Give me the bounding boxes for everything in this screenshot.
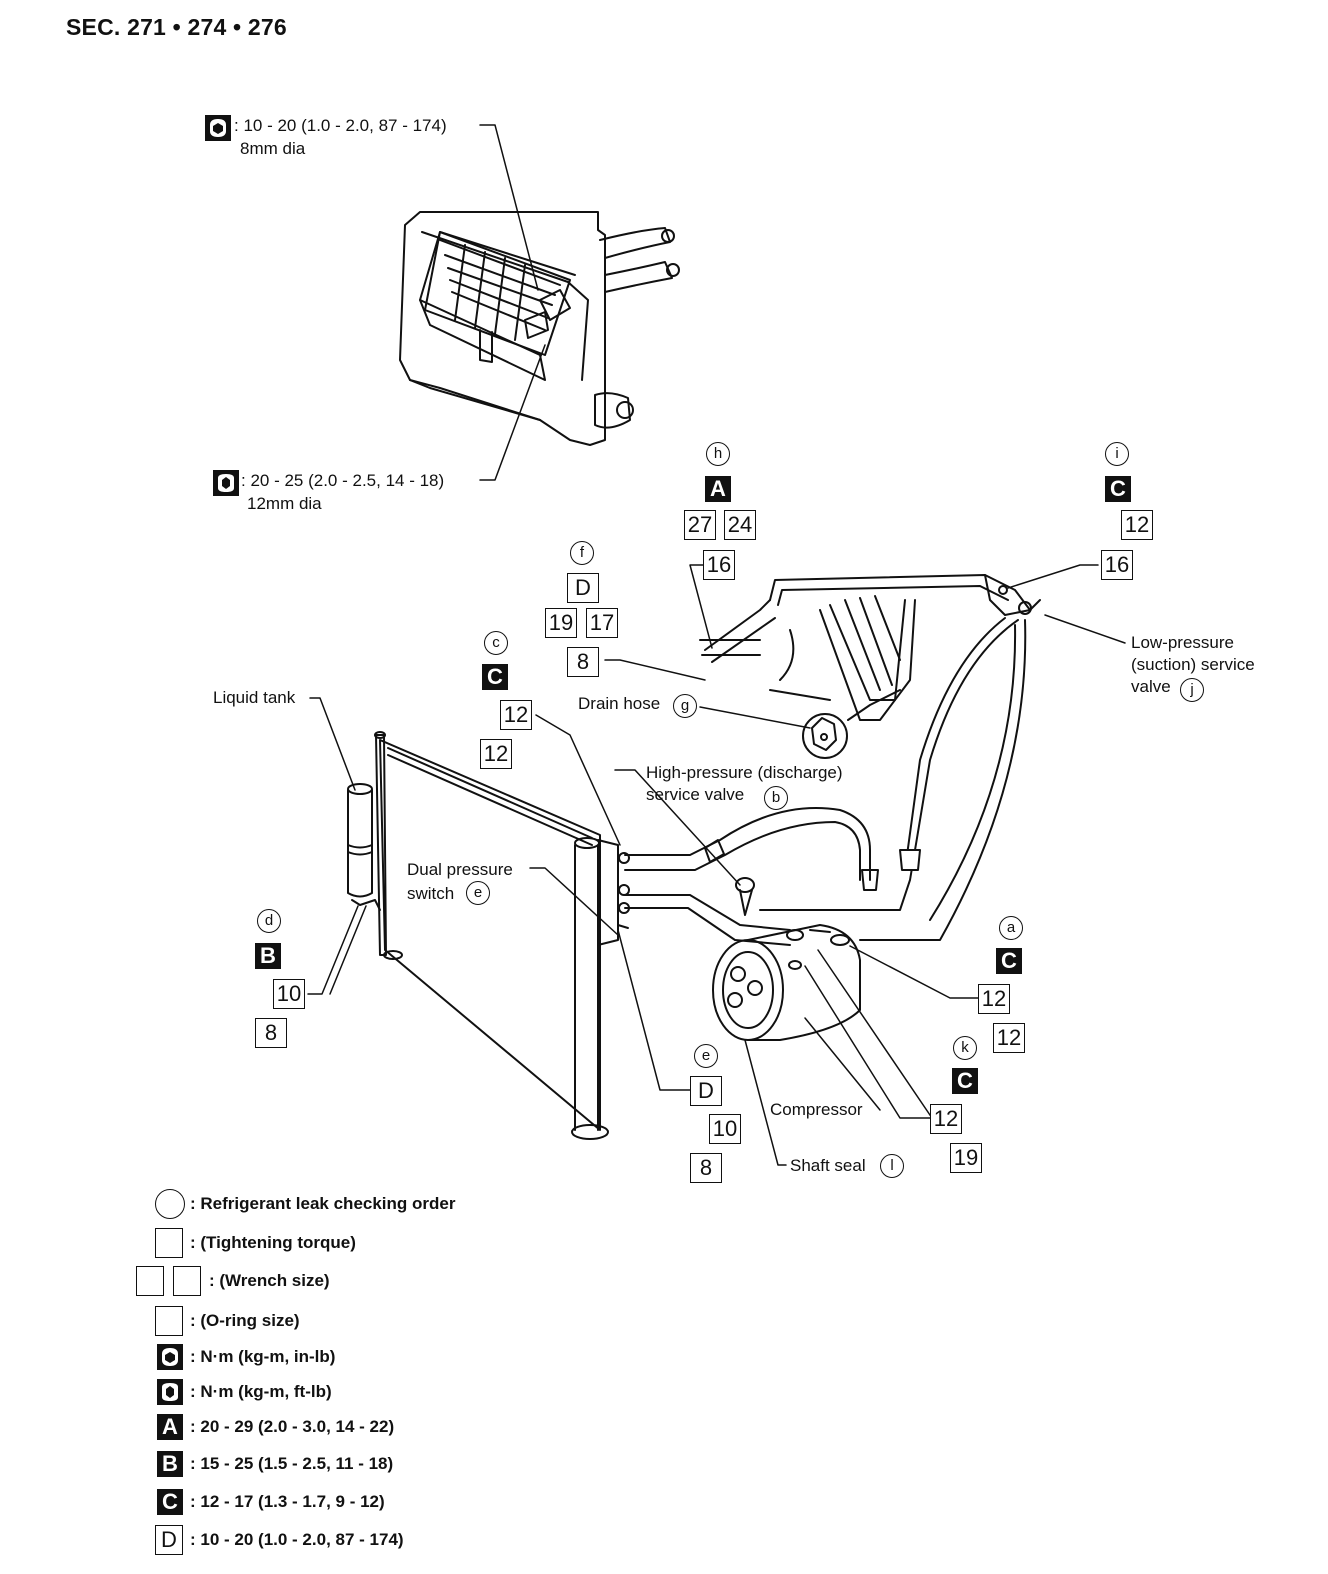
spec-C-k: C [952,1068,978,1094]
mid-torque-spec: : 20 - 25 (2.0 - 2.5, 14 - 18) [241,471,445,490]
legend-B-icon: B [157,1451,183,1477]
spec-D-e: D [690,1076,722,1106]
marker-d: d [257,909,281,933]
low-pressure-label-2: (suction) service [1131,655,1255,674]
wrench-size-e: 10 [709,1114,741,1144]
wrench-inlb-icon [205,115,231,141]
marker-b: b [764,786,788,810]
wrench-size-k: 12 [930,1104,962,1134]
oring-size-f: 8 [567,647,599,677]
marker-i: i [1105,442,1129,466]
legend-wrench-box-icon-1 [136,1266,164,1296]
spec-C-i: C [1105,476,1131,502]
high-pressure-label-2: service valve [646,785,745,804]
wrench-size-f-1: 19 [545,608,577,638]
legend-C-text: : 12 - 17 (1.3 - 1.7, 9 - 12) [190,1492,385,1511]
liquid-tank-drawing [347,783,381,911]
legend-torque-text: : (Tightening torque) [190,1233,356,1252]
torque-i: 12 [1121,510,1153,540]
dual-pressure-label-2: switch [407,884,455,903]
oring-size-a: 12 [993,1023,1025,1053]
compressor-drawing [712,924,861,1041]
wrench-ftlb-icon [213,470,239,496]
oring-size-d: 8 [255,1018,287,1048]
section-title: SEC. 271 • 274 • 276 [66,14,287,40]
low-pressure-label-3: valve [1131,677,1171,696]
low-pressure-label-1: Low-pressure [1131,633,1234,652]
legend-A-text: : 20 - 29 (2.0 - 3.0, 14 - 22) [190,1417,395,1436]
marker-l: l [880,1154,904,1178]
legend-ftlb-icon [157,1379,183,1405]
dual-pressure-label-1: Dual pressure [407,860,513,879]
legend-circle-text: : Refrigerant leak checking order [190,1194,456,1213]
marker-j: j [1180,678,1204,702]
oring-size-c: 12 [480,739,512,769]
legend-D-icon: D [155,1525,183,1555]
legend-oring-text: : (O-ring size) [190,1311,300,1330]
spec-A-h: A [705,476,731,502]
spec-B-d: B [255,943,281,969]
shaft-seal-label: Shaft seal [790,1156,866,1175]
legend-oring-box-icon [155,1306,183,1336]
liquid-tank-label: Liquid tank [213,688,296,707]
legend-torque-box-icon [155,1228,183,1258]
legend-ftlb-text: : N·m (kg-m, ft-lb) [190,1382,332,1401]
legend-wrench-box-icon-2 [173,1266,201,1296]
wrench-size-d: 10 [273,979,305,1009]
drain-hose-label: Drain hose [578,694,661,713]
marker-c: c [484,631,508,655]
marker-a: a [999,916,1023,940]
legend-circle-icon [155,1189,185,1219]
marker-f: f [570,541,594,565]
wrench-size-h-1: 27 [684,510,716,540]
legend-inlb-icon [157,1344,183,1370]
oring-size-e: 8 [690,1153,722,1183]
mid-diameter: 12mm dia [247,494,322,513]
oring-size-i: 16 [1101,550,1133,580]
top-diameter: 8mm dia [240,139,306,158]
legend-inlb-text: : N·m (kg-m, in-lb) [190,1347,336,1366]
upper-piping [699,574,1041,759]
marker-e-dual: e [466,881,490,905]
high-pressure-label-1: High-pressure (discharge) [646,763,843,782]
legend-B-text: : 15 - 25 (1.5 - 2.5, 11 - 18) [190,1454,394,1473]
legend-wrench-text: : (Wrench size) [209,1271,330,1290]
compressor-label: Compressor [770,1100,863,1119]
legend-A-icon: A [157,1414,183,1440]
wrench-size-f-2: 17 [586,608,618,638]
wrench-size-a: 12 [978,984,1010,1014]
marker-g: g [673,694,697,718]
spec-D-f: D [567,573,599,603]
oring-size-h: 16 [703,550,735,580]
legend-C-icon: C [157,1489,183,1515]
marker-e: e [694,1044,718,1068]
legend-D-text: : 10 - 20 (1.0 - 2.0, 87 - 174) [190,1530,404,1549]
marker-h: h [706,442,730,466]
evaporator-unit [399,211,680,446]
wrench-size-c: 12 [500,700,532,730]
marker-k: k [953,1036,977,1060]
spec-C-a: C [996,948,1022,974]
top-torque-spec: : 10 - 20 (1.0 - 2.0, 87 - 174) [234,116,447,135]
spec-C-c: C [482,664,508,690]
condenser [374,731,630,1140]
oring-size-k: 19 [950,1143,982,1173]
wrench-size-h-2: 24 [724,510,756,540]
